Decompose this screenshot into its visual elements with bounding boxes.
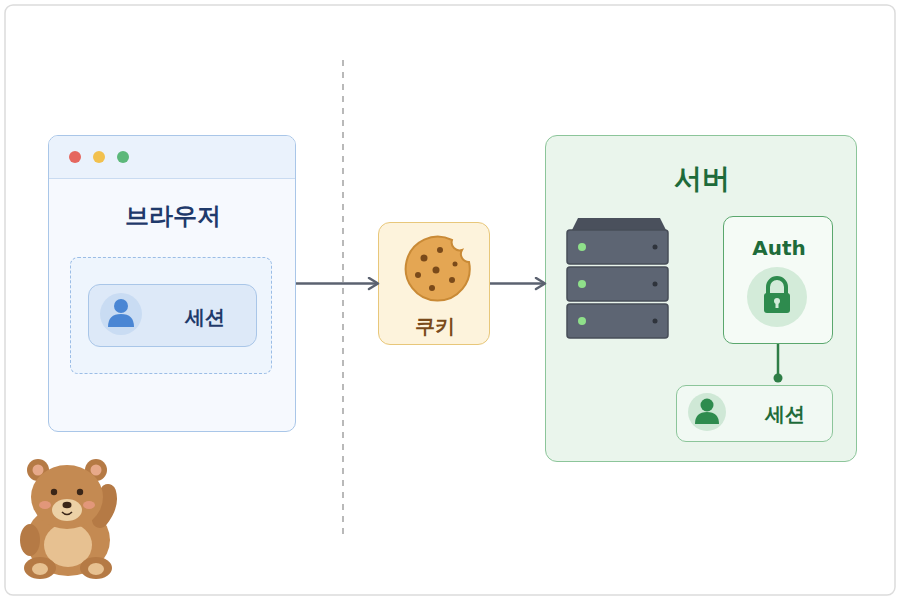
- user-icon: [100, 293, 142, 335]
- cookie-icon: [406, 237, 470, 301]
- session-pill: 세션: [88, 284, 257, 347]
- node-label: 세션: [161, 304, 249, 330]
- lock-icon: [747, 267, 807, 327]
- node-label: 브라우저: [49, 200, 297, 232]
- window-dot: [69, 151, 81, 163]
- window-dot: [93, 151, 105, 163]
- title-bar: [49, 136, 295, 179]
- arrow-connector: [296, 282, 378, 285]
- bear-illustration: [20, 459, 112, 579]
- browser-window: 브라우저세션: [48, 135, 296, 432]
- wire: [668, 280, 712, 283]
- frame: [5, 5, 895, 595]
- divider-line: [342, 60, 344, 540]
- arrow-connector: [490, 282, 545, 285]
- connector-line: [777, 344, 780, 378]
- server-box: 서버 Auth 세션: [545, 135, 857, 462]
- wire-dot: [708, 277, 717, 286]
- node-label: Auth: [724, 235, 834, 261]
- node-label: 세션: [743, 401, 827, 427]
- cookie-box: 쿠키: [378, 222, 490, 345]
- node-label: 쿠키: [379, 313, 491, 339]
- server-rack-icon: [567, 218, 668, 338]
- dashed-area: [70, 257, 272, 374]
- auth-box: Auth: [723, 216, 833, 344]
- session-box: 세션: [676, 385, 833, 442]
- user-icon: [688, 393, 726, 431]
- node-label: 서버: [546, 161, 858, 197]
- window-dot: [117, 151, 129, 163]
